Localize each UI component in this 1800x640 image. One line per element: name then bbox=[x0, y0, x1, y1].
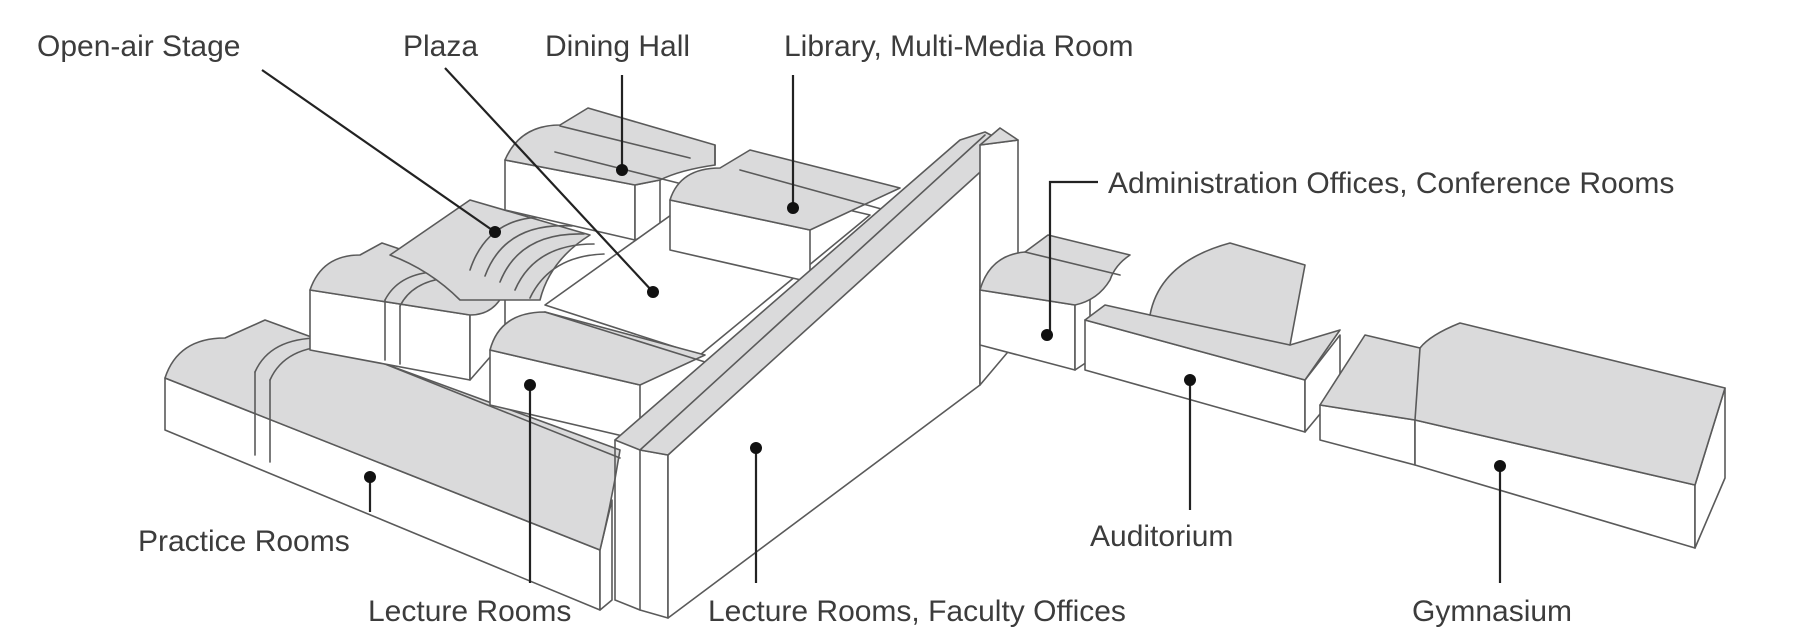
dot-open-air-stage bbox=[489, 226, 501, 238]
dot-library bbox=[787, 202, 799, 214]
label-library: Library, Multi-Media Room bbox=[784, 30, 1134, 63]
label-auditorium: Auditorium bbox=[1090, 520, 1233, 553]
label-open-air-stage: Open-air Stage bbox=[37, 30, 240, 63]
dot-practice-rooms bbox=[364, 471, 376, 483]
dot-administration bbox=[1041, 329, 1053, 341]
dot-plaza bbox=[647, 286, 659, 298]
practice-rooms-building bbox=[164, 319, 621, 611]
label-lecture-faculty: Lecture Rooms, Faculty Offices bbox=[708, 595, 1126, 628]
dot-dining-hall bbox=[616, 164, 628, 176]
label-plaza: Plaza bbox=[403, 30, 478, 63]
dot-gymnasium bbox=[1494, 460, 1506, 472]
gymnasium-building bbox=[1319, 322, 1726, 549]
dot-lecture-faculty bbox=[750, 442, 762, 454]
marker-dots bbox=[364, 164, 1506, 483]
label-gymnasium: Gymnasium bbox=[1412, 595, 1572, 628]
dining-hall-building bbox=[504, 107, 716, 241]
label-administration: Administration Offices, Conference Rooms bbox=[1108, 167, 1674, 200]
label-lecture-rooms: Lecture Rooms bbox=[368, 595, 571, 628]
lecture-rooms-middle-building bbox=[489, 311, 706, 441]
administration-building bbox=[979, 234, 1131, 371]
leader-lines bbox=[261, 67, 1502, 583]
dot-lecture-rooms bbox=[524, 379, 536, 391]
labels: Open-air Stage Plaza Dining Hall Library… bbox=[37, 30, 1674, 628]
dot-auditorium bbox=[1184, 374, 1196, 386]
label-practice-rooms: Practice Rooms bbox=[138, 525, 350, 558]
label-dining-hall: Dining Hall bbox=[545, 30, 690, 63]
leader-administration bbox=[1048, 180, 1098, 335]
leader-open-air-stage bbox=[261, 69, 496, 233]
library-building bbox=[669, 149, 901, 283]
auditorium-building bbox=[1084, 242, 1341, 433]
leader-plaza bbox=[444, 67, 654, 293]
